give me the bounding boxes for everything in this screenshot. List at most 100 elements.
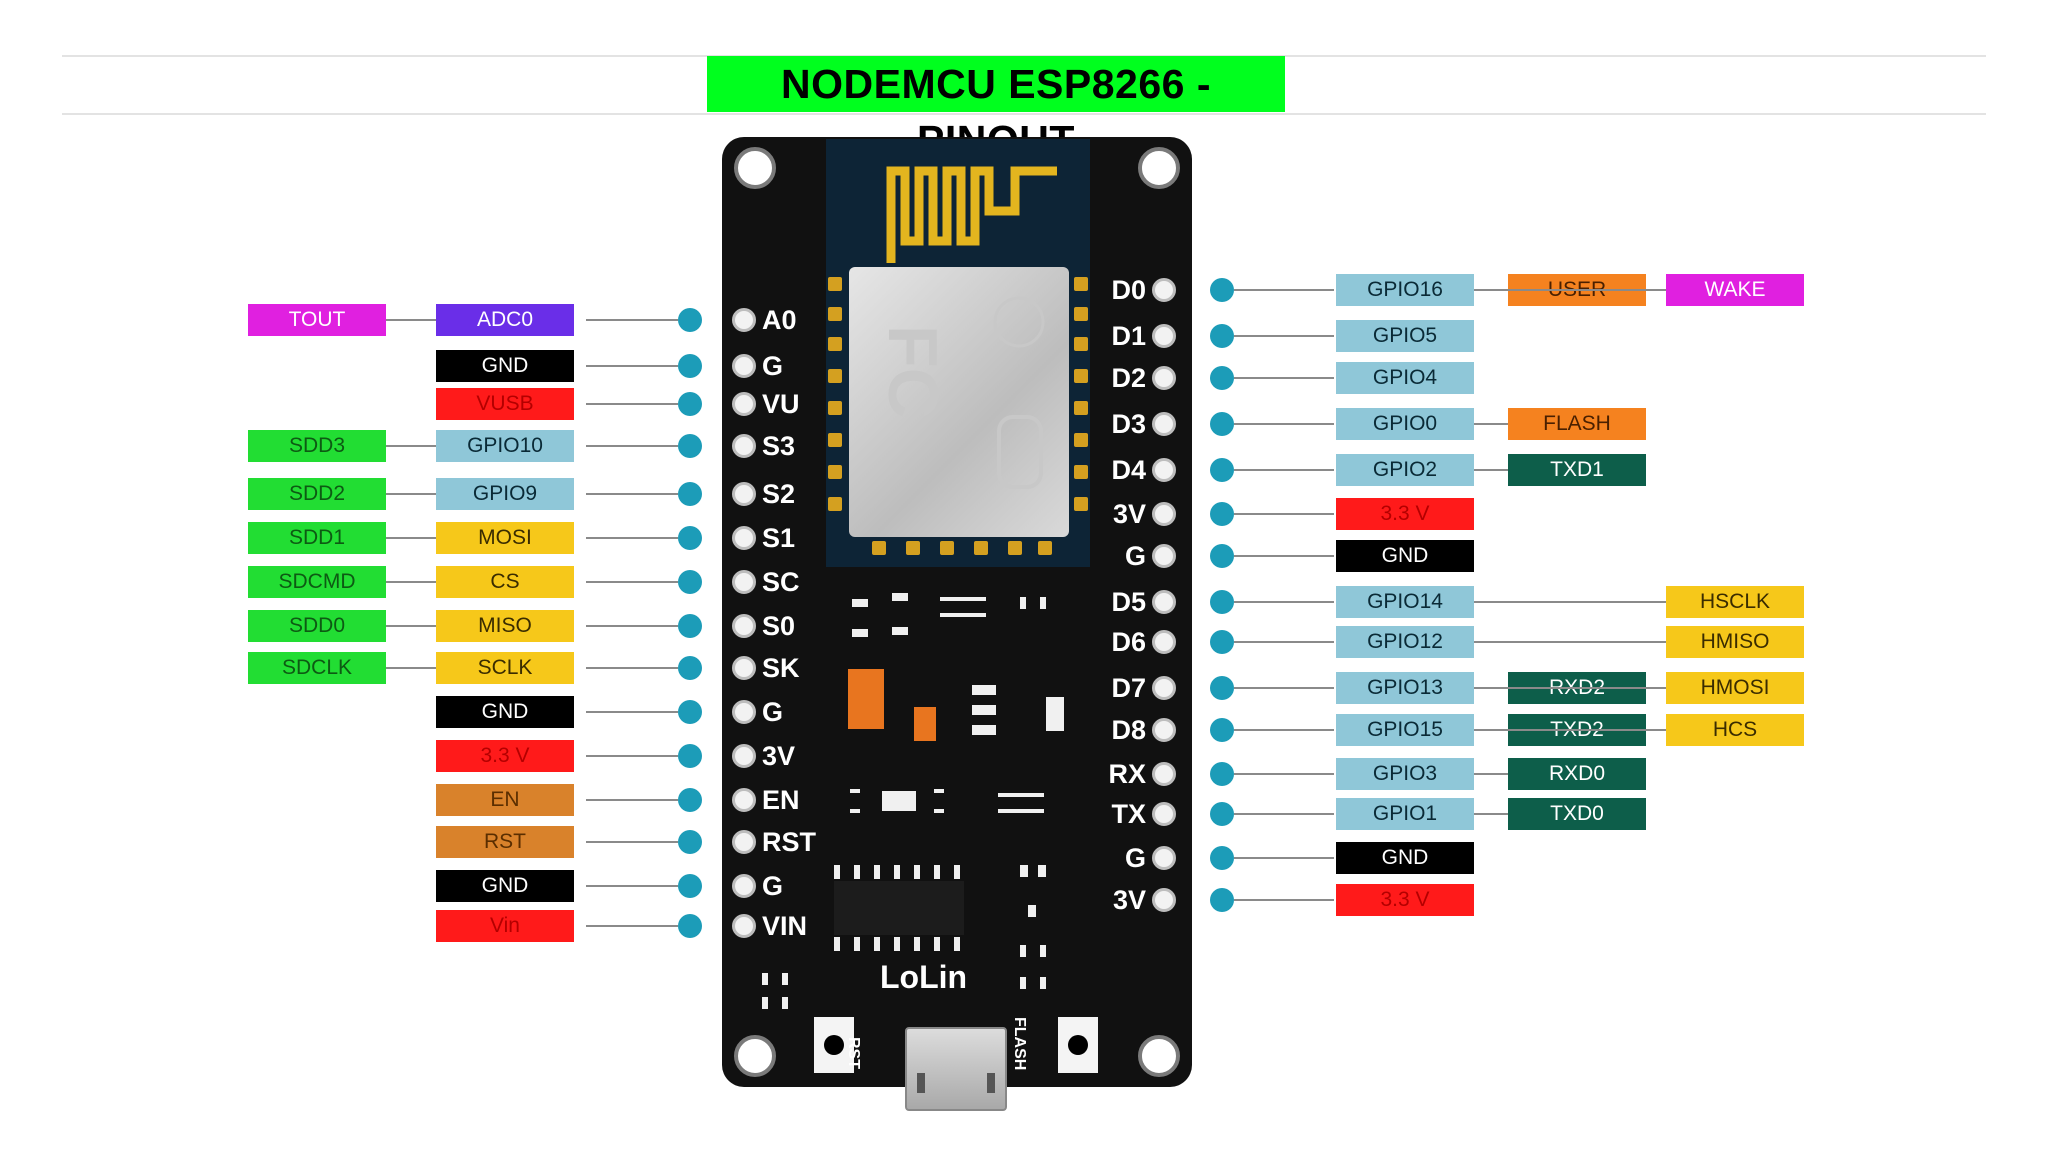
mount-hole-bottom-right	[1138, 1035, 1180, 1077]
pin-function-label: FLASH	[1508, 408, 1646, 440]
pin-connector-dot	[678, 308, 702, 332]
pin-label-right: 3V	[1112, 499, 1146, 529]
module-pad	[940, 541, 954, 555]
smd-component	[914, 707, 936, 741]
mount-hole-top-right	[1138, 147, 1180, 189]
pin-wire	[586, 537, 678, 539]
rst-button[interactable]	[814, 1017, 854, 1073]
smd-component	[940, 597, 986, 601]
smd-component	[972, 705, 996, 715]
pin-wire	[586, 885, 678, 887]
pin-label-left: VU	[762, 389, 800, 419]
pin-function-label: GPIO13	[1336, 672, 1474, 704]
pin-wire	[586, 581, 678, 583]
pin-label-right: D6	[1111, 627, 1146, 657]
pin-label-left: S1	[762, 523, 796, 553]
pin-wire	[1234, 335, 1334, 337]
pin-wire	[586, 925, 678, 927]
pin-function-label: GND	[1336, 540, 1474, 572]
pin-label-left: RST	[762, 827, 816, 857]
pin-connector-dot	[1210, 366, 1234, 390]
pin-connector-dot	[1210, 278, 1234, 302]
pin-wire	[586, 667, 678, 669]
pin-connector-dot	[1210, 762, 1234, 786]
module-pad	[1074, 497, 1088, 511]
module-pad	[1074, 401, 1088, 415]
pin-label-left: S2	[762, 479, 796, 509]
pin-label-right: D5	[1111, 587, 1146, 617]
pin-label-right: TX	[1111, 799, 1146, 829]
antenna-icon	[886, 166, 1057, 263]
pin-label-right: D3	[1111, 409, 1146, 439]
module-pad	[906, 541, 920, 555]
pin-wire	[586, 711, 678, 713]
smd-component	[934, 789, 944, 793]
pin-hole	[732, 308, 756, 332]
smd-component	[762, 973, 768, 985]
pin-function-label: HMISO	[1666, 626, 1804, 658]
pin-hole	[1152, 412, 1176, 436]
pin-function-label: SDD3	[248, 430, 386, 462]
pin-connector-dot	[678, 744, 702, 768]
pin-hole	[732, 434, 756, 458]
label-link	[1474, 729, 1666, 731]
pin-function-label: SDD2	[248, 478, 386, 510]
label-link	[386, 445, 436, 447]
smd-component	[848, 669, 884, 729]
label-link	[1474, 601, 1666, 603]
pin-hole	[732, 526, 756, 550]
pin-function-label: RXD0	[1508, 758, 1646, 790]
smd-component	[1040, 977, 1046, 989]
pin-label-left: VIN	[762, 911, 808, 941]
flash-button[interactable]	[1058, 1017, 1098, 1073]
module-pad	[1074, 337, 1088, 351]
pin-connector-dot	[678, 700, 702, 724]
pin-hole	[1152, 590, 1176, 614]
smd-component	[1028, 905, 1036, 917]
smd-component	[1020, 597, 1026, 609]
pin-hole	[1152, 802, 1176, 826]
pin-function-label: MISO	[436, 610, 574, 642]
pin-connector-dot	[678, 482, 702, 506]
pin-wire	[586, 403, 678, 405]
pin-wire	[1234, 813, 1334, 815]
pin-label-left: S3	[762, 431, 796, 461]
pin-wire	[586, 799, 678, 801]
ic-pins-bottom	[834, 937, 964, 951]
pin-hole	[732, 874, 756, 898]
smd-component	[940, 613, 986, 617]
pin-wire	[1234, 857, 1334, 859]
pin-wire	[586, 445, 678, 447]
pin-function-label: CS	[436, 566, 574, 598]
pin-connector-dot	[678, 788, 702, 812]
module-pad	[828, 337, 842, 351]
pin-wire	[1234, 687, 1334, 689]
pin-hole	[1152, 278, 1176, 302]
page-title: NODEMCU ESP8266 - PINOUT	[707, 56, 1285, 163]
pin-hole	[1152, 324, 1176, 348]
pin-hole	[1152, 762, 1176, 786]
pin-hole	[1152, 502, 1176, 526]
smd-component	[892, 627, 908, 635]
module-pad	[1074, 433, 1088, 447]
smd-component	[782, 997, 788, 1009]
pin-connector-dot	[678, 914, 702, 938]
pin-function-label: TOUT	[248, 304, 386, 336]
pin-function-label: GND	[436, 870, 574, 902]
pin-function-label: GPIO0	[1336, 408, 1474, 440]
pin-hole	[1152, 366, 1176, 390]
smd-component	[998, 793, 1044, 797]
module-pad	[828, 433, 842, 447]
pin-function-label: 3.3 V	[436, 740, 574, 772]
pin-function-label: Vin	[436, 910, 574, 942]
pin-hole	[1152, 458, 1176, 482]
pin-hole	[732, 744, 756, 768]
ic-body	[834, 881, 964, 935]
pin-wire	[1234, 555, 1334, 557]
module-pad	[828, 465, 842, 479]
micro-usb-port[interactable]	[905, 1027, 1007, 1111]
pin-hole	[732, 656, 756, 680]
pin-wire	[1234, 601, 1334, 603]
pin-function-label: WAKE	[1666, 274, 1804, 306]
pin-function-label: HCS	[1666, 714, 1804, 746]
